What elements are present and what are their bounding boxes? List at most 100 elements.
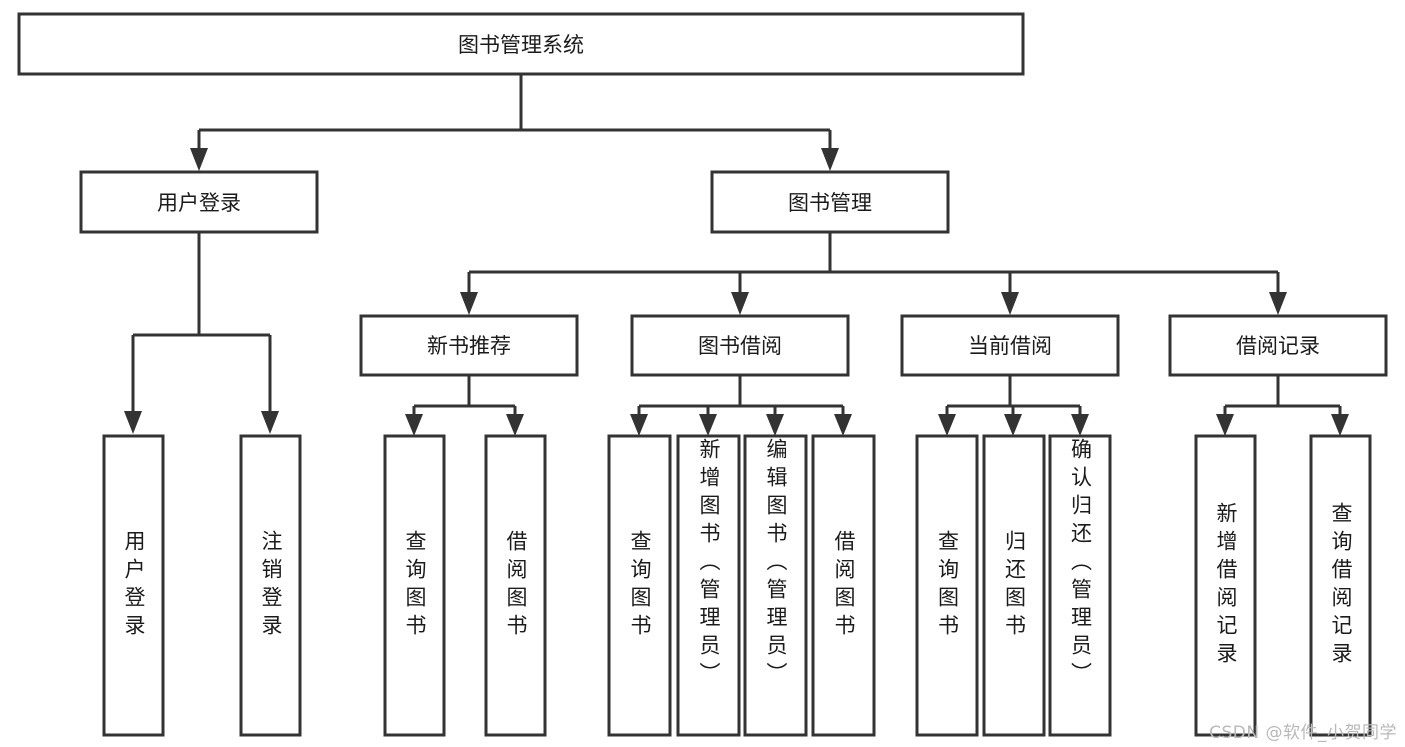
arrow-head-borrow-record-leaf1 — [1216, 414, 1234, 436]
leaf-label-confirm-return: 确认归还（管理员） — [1068, 438, 1093, 690]
connectors-root-to-level2 — [190, 74, 839, 171]
leaf-box-user-login[interactable] — [102, 434, 165, 737]
arrow-head-new-book-leaf1 — [405, 414, 423, 436]
leaf-text-holder: 注销登录 — [259, 529, 283, 642]
borrow-record-box[interactable] — [1168, 314, 1388, 377]
arrow-head-new-book-leaf2 — [506, 414, 524, 436]
arrow-head-current-borrow-leaf2 — [1004, 414, 1022, 436]
leaf-box-query-borrow-record[interactable] — [1309, 434, 1372, 737]
leaf-label-user-login: 用户登录 — [122, 529, 146, 642]
leaf-label-new-book-borrow: 借阅图书 — [504, 529, 528, 642]
arrow-head-user-login — [190, 148, 208, 171]
leaf-box-logout[interactable] — [239, 434, 302, 737]
leaf-label-query-borrow-record: 查询借阅记录 — [1329, 501, 1353, 670]
leaf-label-return-book: 归还图书 — [1002, 529, 1027, 642]
leaf-user-login-logout[interactable]: 注销登录 — [239, 434, 302, 737]
node-new-book-recommend[interactable]: 新书推荐 — [359, 314, 579, 377]
leaf-box-new-book-query[interactable] — [383, 434, 446, 737]
leaf-text-holder: 查询图书 — [628, 529, 652, 642]
arrow-head-current-borrow — [1001, 292, 1019, 315]
connectors-user-login-to-leaves — [124, 233, 279, 434]
leaf-new-book-borrow[interactable]: 借阅图书 — [484, 434, 547, 737]
leaf-label-add-borrow-record: 新增借阅记录 — [1214, 501, 1238, 670]
leaf-label-book-borrow-action: 借阅图书 — [832, 529, 856, 642]
leaf-box-add-borrow-record[interactable] — [1194, 434, 1257, 737]
arrow-head-book-borrow-leaf2 — [699, 414, 717, 436]
arrow-head-borrow-record — [1269, 292, 1287, 315]
arrow-head-leaf-logout — [261, 411, 279, 434]
leaf-text-holder: 确认归还（管理员） — [1068, 438, 1093, 690]
arrow-head-book-borrow-leaf3 — [766, 414, 784, 436]
connectors-book-borrow-to-leaves — [630, 375, 852, 436]
leaf-box-book-borrow-action[interactable] — [811, 434, 876, 737]
arrow-head-book-borrow-leaf1 — [630, 414, 648, 436]
arrow-head-book-borrow-leaf4 — [834, 414, 852, 436]
leaf-text-holder: 归还图书 — [1002, 529, 1027, 642]
connectors-book-mgmt-to-level3 — [460, 233, 1287, 315]
node-borrow-record[interactable]: 借阅记录 — [1168, 314, 1388, 377]
leaf-book-edit[interactable]: 编辑图书（管理员） — [743, 434, 808, 737]
user-login-box[interactable] — [79, 170, 319, 234]
leaf-book-add[interactable]: 新增图书（管理员） — [676, 434, 741, 737]
arrow-head-book-borrow — [731, 292, 749, 315]
leaf-label-book-edit: 编辑图书（管理员） — [764, 438, 788, 690]
node-user-login[interactable]: 用户登录 — [79, 170, 319, 234]
leaf-return-book[interactable]: 归还图书 — [982, 434, 1046, 737]
book-borrow-label: 图书借阅 — [698, 334, 782, 358]
current-borrow-box[interactable] — [900, 314, 1120, 377]
leaf-box-return-book[interactable] — [982, 434, 1046, 737]
node-current-borrow[interactable]: 当前借阅 — [900, 314, 1120, 377]
leaf-label-book-borrow-query: 查询图书 — [628, 529, 652, 642]
root-label: 图书管理系统 — [458, 33, 584, 57]
user-login-label: 用户登录 — [157, 191, 241, 215]
book-management-box[interactable] — [710, 170, 950, 234]
arrow-head-borrow-record-leaf2 — [1331, 414, 1349, 436]
leaf-text-holder: 借阅图书 — [504, 529, 528, 642]
arrow-head-leaf-user-login — [124, 411, 142, 434]
new-book-recommend-box[interactable] — [359, 314, 579, 377]
leaf-text-holder: 查询图书 — [935, 529, 960, 642]
leaf-confirm-return[interactable]: 确认归还（管理员） — [1048, 434, 1112, 737]
leaf-text-holder: 新增借阅记录 — [1214, 501, 1238, 670]
leaf-text-holder: 编辑图书（管理员） — [764, 438, 788, 690]
connectors-new-book-to-leaves — [405, 375, 524, 436]
leaf-box-book-edit[interactable] — [743, 434, 808, 737]
leaf-box-confirm-return[interactable] — [1048, 434, 1112, 737]
leaf-query-borrow-record[interactable]: 查询借阅记录 — [1309, 434, 1372, 737]
book-management-label: 图书管理 — [788, 191, 872, 215]
connectors-borrow-record-to-leaves — [1216, 375, 1349, 436]
borrow-record-label: 借阅记录 — [1236, 334, 1320, 358]
leaf-label-current-query: 查询图书 — [935, 529, 960, 642]
leaf-text-holder: 查询图书 — [403, 529, 427, 642]
node-book-borrow[interactable]: 图书借阅 — [630, 314, 850, 377]
leaf-box-book-add[interactable] — [676, 434, 741, 737]
leaf-text-holder: 查询借阅记录 — [1329, 501, 1353, 670]
leaf-user-login-login[interactable]: 用户登录 — [102, 434, 165, 737]
leaf-text-holder: 借阅图书 — [832, 529, 856, 642]
leaf-box-book-borrow-query[interactable] — [607, 434, 672, 737]
leaf-text-holder: 用户登录 — [122, 529, 146, 642]
new-book-recommend-label: 新书推荐 — [427, 334, 511, 358]
current-borrow-label: 当前借阅 — [968, 334, 1052, 358]
root-box[interactable] — [17, 12, 1025, 76]
leaf-box-new-book-borrow[interactable] — [484, 434, 547, 737]
arrow-head-current-borrow-leaf3 — [1071, 414, 1089, 436]
arrow-head-book-mgmt — [821, 148, 839, 171]
leaf-box-current-query[interactable] — [915, 434, 979, 737]
node-root-book-management-system[interactable]: 图书管理系统 — [17, 12, 1025, 76]
book-borrow-box[interactable] — [630, 314, 850, 377]
leaf-text-holder: 新增图书（管理员） — [697, 438, 721, 690]
leaf-add-borrow-record[interactable]: 新增借阅记录 — [1194, 434, 1257, 737]
connectors-current-borrow-to-leaves — [938, 375, 1089, 436]
arrow-head-new-book — [460, 292, 478, 315]
leaf-book-borrow-query[interactable]: 查询图书 — [607, 434, 672, 737]
leaf-label-new-book-query: 查询图书 — [403, 529, 427, 642]
leaf-label-book-add: 新增图书（管理员） — [697, 438, 721, 690]
node-book-management[interactable]: 图书管理 — [710, 170, 950, 234]
leaf-book-borrow-action[interactable]: 借阅图书 — [811, 434, 876, 737]
leaf-current-query[interactable]: 查询图书 — [915, 434, 979, 737]
leaf-new-book-query[interactable]: 查询图书 — [383, 434, 446, 737]
leaf-label-logout: 注销登录 — [259, 529, 283, 642]
